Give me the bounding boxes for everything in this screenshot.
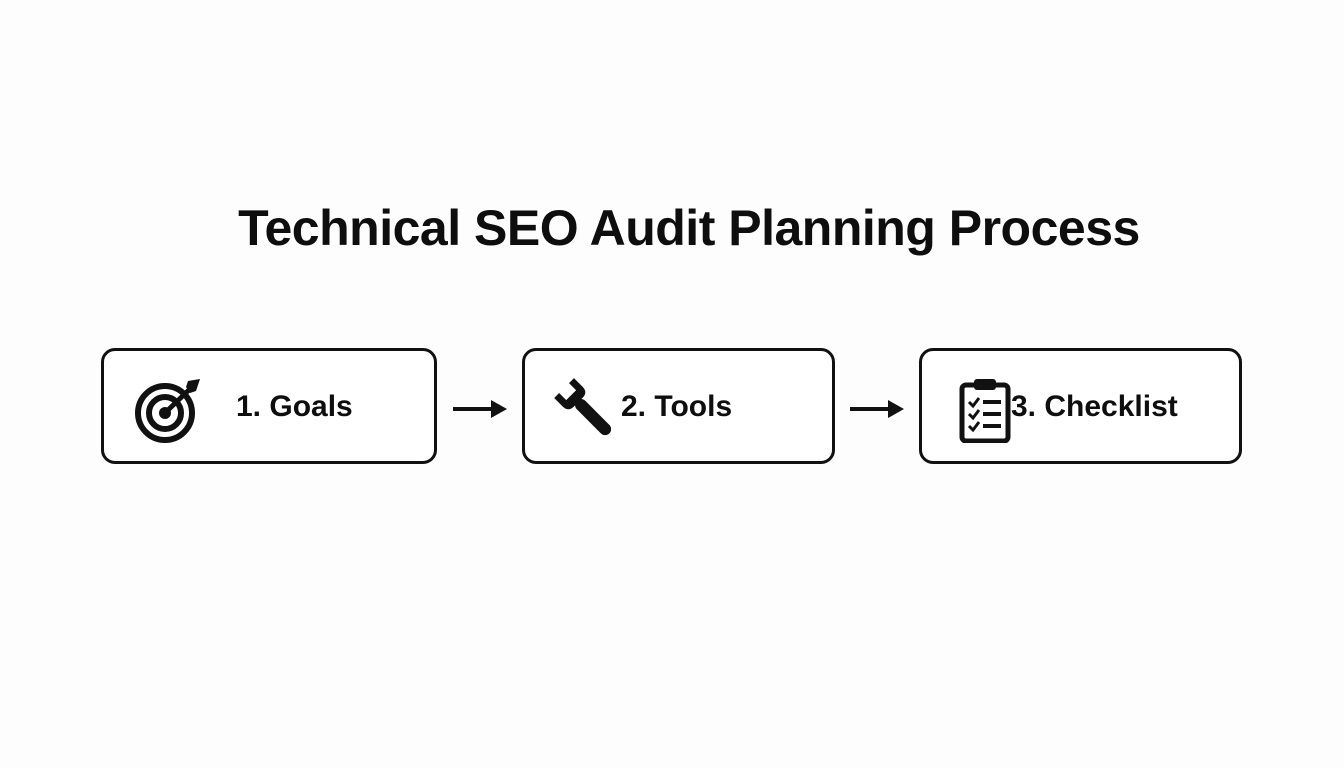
step-tools: 2. Tools xyxy=(522,348,835,464)
target-icon xyxy=(134,377,200,443)
step-label-checklist: 3. Checklist xyxy=(1011,390,1178,423)
arrow-right-icon xyxy=(850,398,906,420)
step-goals: 1. Goals xyxy=(101,348,437,464)
arrow-right-icon xyxy=(453,398,509,420)
wrench-icon xyxy=(553,377,619,443)
step-label-goals: 1. Goals xyxy=(236,390,353,423)
clipboard-checklist-icon xyxy=(952,377,1018,443)
diagram-title: Technical SEO Audit Planning Process xyxy=(238,200,1140,256)
step-label-tools: 2. Tools xyxy=(621,390,733,423)
step-checklist: 3. Checklist xyxy=(919,348,1242,464)
